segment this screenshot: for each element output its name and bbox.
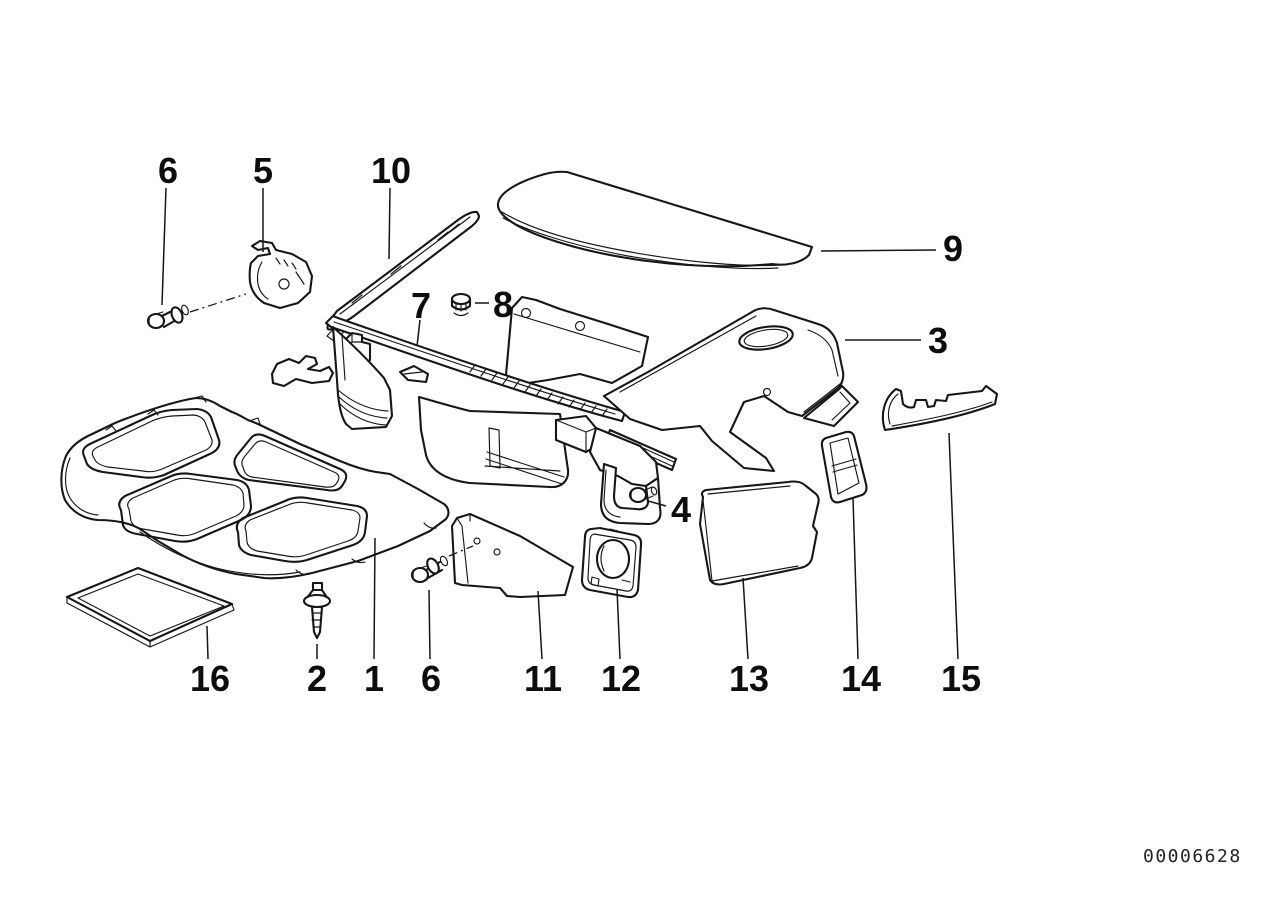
leader-14 <box>852 497 859 660</box>
callout-16[interactable]: 16 <box>190 658 230 699</box>
callout-4[interactable]: 4 <box>671 489 691 530</box>
callout-3[interactable]: 3 <box>928 320 948 361</box>
callouts: 6 5 10 7 8 9 3 4 16 2 1 6 11 12 13 14 15 <box>158 150 981 699</box>
doc-number: 00006628 <box>1143 846 1242 867</box>
part-8-nut <box>450 292 472 317</box>
part-14-pad <box>820 430 868 504</box>
part-16-pad <box>65 566 235 648</box>
leader-13 <box>742 577 749 660</box>
callout-11[interactable]: 11 <box>524 658 562 699</box>
leader-6-top <box>161 187 167 306</box>
part-11-bracket-panel <box>450 512 575 599</box>
callout-9[interactable]: 9 <box>943 228 963 269</box>
leader-7 <box>416 319 421 347</box>
callout-10[interactable]: 10 <box>371 150 411 191</box>
part-3-upper-insulation <box>602 307 860 473</box>
leader-lines <box>161 187 959 660</box>
firewall-insulation-body <box>270 325 678 526</box>
dash-line-6-to-11 <box>448 545 474 557</box>
leader-16 <box>206 625 209 660</box>
callout-7[interactable]: 7 <box>411 285 431 326</box>
part-13-panel <box>698 480 820 586</box>
part-6-screw-bottom <box>410 555 449 584</box>
callout-14[interactable]: 14 <box>841 658 881 699</box>
leader-12 <box>616 588 621 660</box>
callout-15[interactable]: 15 <box>941 658 981 699</box>
leader-6-bottom <box>428 589 431 660</box>
callout-6-top[interactable]: 6 <box>158 150 178 191</box>
part-5-bracket <box>248 239 314 310</box>
callout-6-bottom[interactable]: 6 <box>421 658 441 699</box>
callout-5[interactable]: 5 <box>253 150 273 191</box>
callout-12[interactable]: 12 <box>601 658 641 699</box>
callout-13[interactable]: 13 <box>729 658 769 699</box>
part-15-blade <box>881 384 999 432</box>
leader-1 <box>373 537 376 660</box>
part-4-screw <box>628 486 658 504</box>
leader-9 <box>820 249 937 252</box>
part-12-grommet-plate <box>580 526 643 599</box>
part-6-screw-top <box>146 304 189 330</box>
callout-8[interactable]: 8 <box>493 284 513 325</box>
part-9-panel <box>496 170 814 270</box>
part-7-cowl-band <box>324 314 627 423</box>
part-1-hood-insulation <box>60 395 450 580</box>
callout-1[interactable]: 1 <box>364 658 384 699</box>
dash-line-6-to-5 <box>189 293 247 313</box>
leader-10 <box>388 187 391 260</box>
cowl-flange <box>504 295 650 386</box>
leader-4 <box>647 500 667 507</box>
leader-11 <box>537 590 543 660</box>
callout-2[interactable]: 2 <box>307 658 327 699</box>
part-2-rivet <box>302 581 332 640</box>
leader-15 <box>948 432 959 660</box>
